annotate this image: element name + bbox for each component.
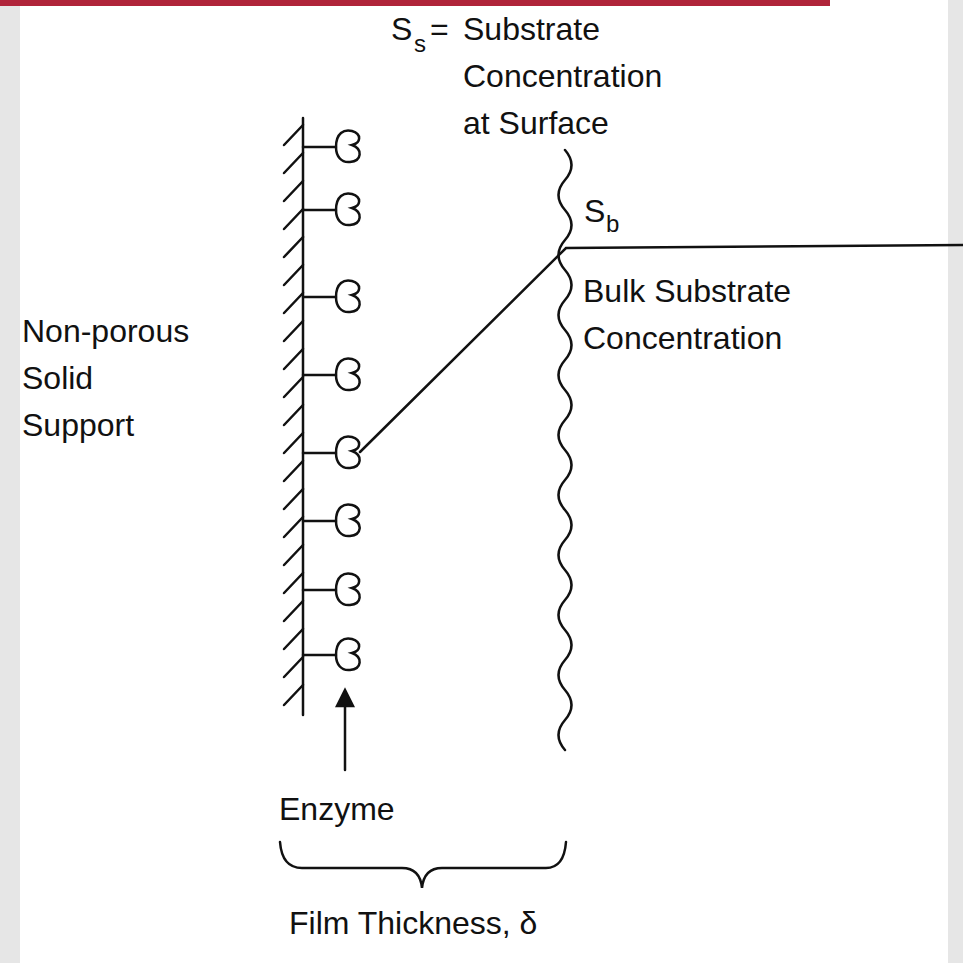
hatch-line xyxy=(284,433,303,453)
enzyme-stub xyxy=(303,589,336,592)
equals-sign: = xyxy=(430,6,449,53)
hatch-line xyxy=(284,657,303,677)
enzymes xyxy=(303,131,360,671)
arrow-head xyxy=(337,690,353,706)
enzyme xyxy=(336,359,360,391)
thickness-label: Film Thickness, δ xyxy=(289,900,537,947)
hatch-line xyxy=(284,293,303,313)
enzyme xyxy=(336,131,360,163)
hatch-line xyxy=(284,153,303,173)
hatch-line xyxy=(284,461,303,481)
hatch-line xyxy=(284,209,303,229)
symbol: S xyxy=(391,6,412,53)
enzyme-stub xyxy=(303,209,336,212)
hatch-line xyxy=(284,125,303,145)
hatch-line xyxy=(284,377,303,397)
enzyme-label: Enzyme xyxy=(279,786,395,833)
enzyme-stub xyxy=(303,654,336,657)
enzyme-stub xyxy=(303,452,336,455)
hatch-line xyxy=(284,629,303,649)
enzyme xyxy=(336,437,360,469)
hatch-line xyxy=(284,349,303,369)
hatch-line xyxy=(284,237,303,257)
hatching xyxy=(284,125,303,705)
enzyme xyxy=(336,505,360,537)
hatch-line xyxy=(284,517,303,537)
hatch-line xyxy=(284,489,303,509)
subscript: b xyxy=(606,210,619,238)
enzyme-stub xyxy=(303,520,336,523)
concentration-profile xyxy=(360,245,963,452)
top-bar xyxy=(0,0,830,6)
enzyme-stub xyxy=(303,146,336,149)
symbol: S xyxy=(584,188,605,235)
enzyme xyxy=(336,574,360,606)
enzyme xyxy=(336,639,360,671)
hatch-line xyxy=(284,321,303,341)
hatch-line xyxy=(284,265,303,285)
enzyme xyxy=(336,281,360,313)
hatch-line xyxy=(284,573,303,593)
subscript: s xyxy=(414,30,426,58)
support-wall xyxy=(302,118,305,715)
hatch-line xyxy=(284,181,303,201)
film-boundary xyxy=(559,150,572,750)
enzyme-stub xyxy=(303,296,336,299)
surface-label: Substrate Concentration at Surface xyxy=(463,6,693,147)
bulk-label: Bulk Substrate Concentration xyxy=(583,268,903,362)
enzyme-stub xyxy=(303,374,336,377)
hatch-line xyxy=(284,545,303,565)
enzyme xyxy=(336,194,360,226)
panel xyxy=(20,0,948,963)
hatch-line xyxy=(284,405,303,425)
hatch-line xyxy=(284,601,303,621)
thickness-brace xyxy=(280,842,566,888)
support-label: Non-porous Solid Support xyxy=(22,308,202,449)
hatch-line xyxy=(284,685,303,705)
